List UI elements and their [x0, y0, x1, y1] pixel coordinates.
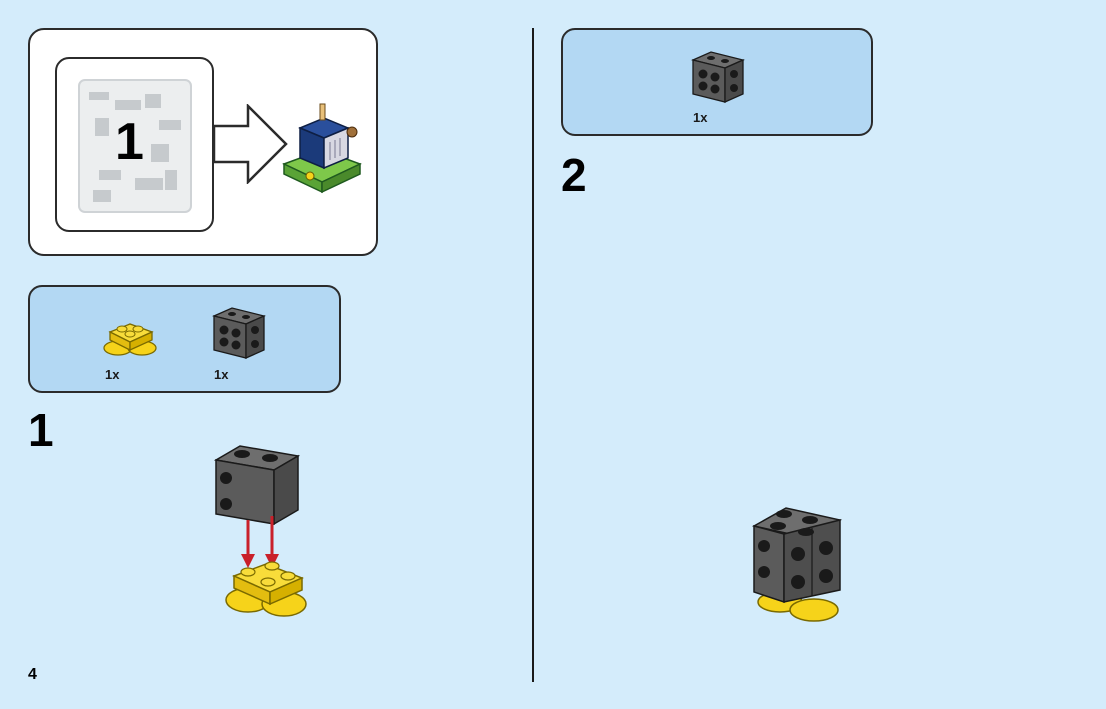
gray-brick-part-icon: [212, 307, 266, 360]
parts-bag-icon: [78, 79, 192, 213]
part-quantity: 1x: [105, 367, 120, 382]
step-2-assembly-illustration: [751, 507, 843, 622]
arrow-right-icon: [214, 104, 288, 184]
step-1-assembly-illustration: [213, 445, 307, 617]
finished-model-icon: [282, 103, 362, 194]
page-divider: [532, 28, 534, 682]
part-quantity: 1x: [214, 367, 229, 382]
yellow-plate-part-icon: [103, 323, 157, 356]
parts-panel-step-1: [28, 285, 341, 393]
step-number: 1: [28, 404, 54, 456]
step-number: 2: [561, 149, 587, 201]
page-number: 4: [28, 666, 37, 683]
part-quantity: 1x: [693, 110, 708, 125]
gray-brick-part-icon: [691, 51, 745, 104]
bag-number: 1: [115, 113, 144, 171]
